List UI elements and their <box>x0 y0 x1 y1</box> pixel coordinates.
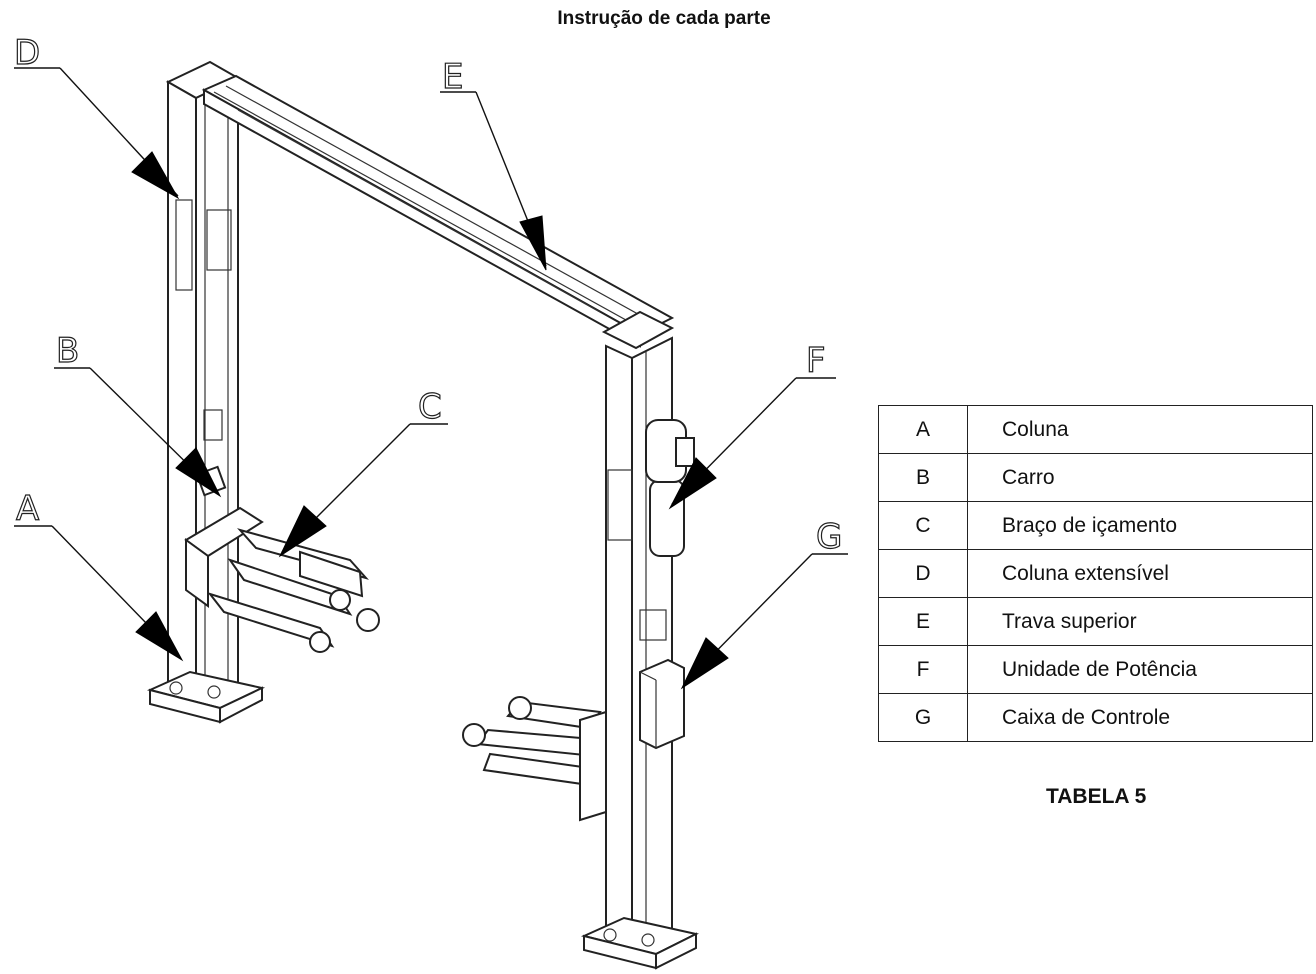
table-row: F Unidade de Potência <box>878 645 1313 694</box>
part-code: C <box>878 501 968 550</box>
leader-f <box>668 377 836 510</box>
part-code: B <box>878 453 968 502</box>
part-description: Unidade de Potência <box>967 645 1313 694</box>
part-code: F <box>878 645 968 694</box>
right-base-plate <box>580 916 699 970</box>
table-row: E Trava superior <box>878 597 1313 646</box>
label-c: C <box>418 387 442 427</box>
label-f: F <box>806 341 826 381</box>
part-code: D <box>878 549 968 598</box>
left-carriage-arms <box>184 465 380 653</box>
label-g: G <box>816 517 842 557</box>
part-code: A <box>878 405 968 454</box>
part-description: Caixa de Controle <box>967 693 1313 742</box>
part-description: Braço de içamento <box>967 501 1313 550</box>
left-base-plate <box>146 670 266 724</box>
leader-b <box>54 367 222 498</box>
part-description: Coluna extensível <box>967 549 1313 598</box>
right-arms <box>462 696 607 822</box>
table-row: C Braço de içamento <box>878 501 1313 550</box>
label-a: A <box>16 489 39 529</box>
table-row: A Coluna <box>878 405 1313 454</box>
diagram-title: Instrução de cada parte <box>557 8 771 29</box>
part-description: Trava superior <box>967 597 1313 646</box>
label-e: E <box>442 57 463 97</box>
leader-c <box>278 423 448 558</box>
part-description: Coluna <box>967 405 1313 454</box>
parts-table: A Coluna B Carro C Braço de içamento D C… <box>878 405 1313 742</box>
table-caption: TABELA 5 <box>1046 785 1147 808</box>
table-row: B Carro <box>878 453 1313 502</box>
leader-d <box>14 67 180 200</box>
part-code: E <box>878 597 968 646</box>
table-row: G Caixa de Controle <box>878 693 1313 742</box>
label-b: B <box>56 331 79 371</box>
part-code: G <box>878 693 968 742</box>
right-column <box>601 310 675 950</box>
leader-g <box>680 553 848 690</box>
control-box <box>639 658 685 750</box>
part-description: Carro <box>967 453 1313 502</box>
table-row: D Coluna extensível <box>878 549 1313 598</box>
label-d: D <box>14 33 40 73</box>
left-column <box>165 60 241 714</box>
top-beam <box>201 74 675 348</box>
leader-a <box>14 525 184 662</box>
leader-e <box>440 91 547 271</box>
